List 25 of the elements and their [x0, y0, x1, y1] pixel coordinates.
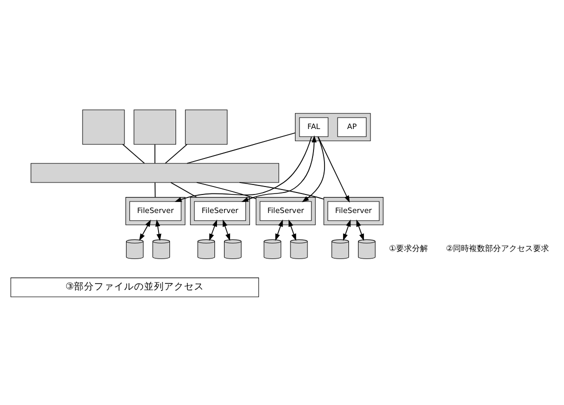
node-box — [134, 109, 176, 144]
node-box — [82, 109, 125, 144]
arrow — [174, 136, 312, 202]
connector — [170, 182, 198, 198]
arrow — [318, 136, 350, 202]
node-box — [30, 162, 280, 182]
connector — [196, 182, 256, 199]
cluster — [324, 196, 384, 225]
connector — [239, 182, 324, 200]
arrow — [356, 219, 364, 240]
arrow — [302, 136, 325, 202]
node-box: ③部分ファイルの並列アクセス — [10, 277, 259, 297]
arrow — [222, 219, 230, 240]
connector — [122, 144, 145, 164]
connector — [154, 144, 156, 164]
arrow — [139, 219, 151, 240]
arrow — [209, 219, 218, 240]
connector — [154, 182, 156, 198]
connector — [186, 132, 296, 164]
connector — [164, 144, 188, 164]
arrow — [275, 219, 283, 240]
arrow — [241, 134, 317, 202]
arrow — [288, 219, 296, 240]
node-box — [185, 109, 228, 144]
arrow — [343, 219, 351, 240]
